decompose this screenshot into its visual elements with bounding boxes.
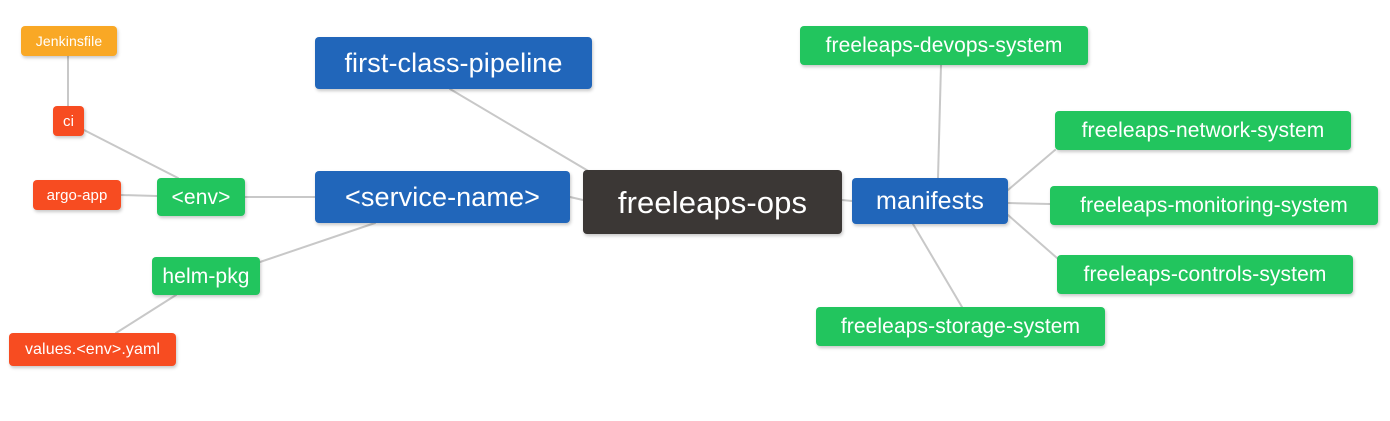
node-label-argo-app: argo-app [46,186,108,204]
node-helm-pkg[interactable]: helm-pkg [152,257,260,295]
node-ci[interactable]: ci [53,106,84,136]
node-label-helm-pkg: helm-pkg [162,264,250,288]
node-label-ci: ci [62,112,75,130]
edge-freeleaps-ops-to-manifests [841,199,853,202]
node-freeleaps-controls-system[interactable]: freeleaps-controls-system [1057,255,1353,294]
node-service-name[interactable]: <service-name> [315,171,570,223]
node-freeleaps-storage-system[interactable]: freeleaps-storage-system [816,307,1105,346]
node-freeleaps-devops-system[interactable]: freeleaps-devops-system [800,26,1088,65]
node-label-freeleaps-controls-system: freeleaps-controls-system [1083,263,1327,286]
node-env[interactable]: <env> [157,178,245,216]
node-label-freeleaps-network-system: freeleaps-network-system [1081,119,1325,142]
node-first-class-pipeline[interactable]: first-class-pipeline [315,37,592,89]
node-label-freeleaps-ops: freeleaps-ops [617,184,808,220]
node-label-freeleaps-devops-system: freeleaps-devops-system [825,34,1063,57]
edge-manifests-to-freeleaps-network-system [1007,149,1056,191]
edge-helm-pkg-to-service-name [259,222,376,263]
node-label-env: <env> [171,185,231,209]
node-label-freeleaps-monitoring-system: freeleaps-monitoring-system [1080,194,1348,217]
node-jenkinsfile[interactable]: Jenkinsfile [21,26,117,56]
edge-manifests-to-freeleaps-storage-system [912,223,963,308]
node-values-env-yaml[interactable]: values.<env>.yaml [9,333,176,366]
node-label-service-name: <service-name> [345,181,540,212]
edge-ci-to-env [83,129,179,179]
node-freeleaps-ops[interactable]: freeleaps-ops [583,170,842,234]
node-label-freeleaps-storage-system: freeleaps-storage-system [840,315,1081,338]
node-freeleaps-monitoring-system[interactable]: freeleaps-monitoring-system [1050,186,1378,225]
node-label-first-class-pipeline: first-class-pipeline [344,47,563,78]
edge-argo-app-to-env [120,194,158,197]
edge-service-name-to-freeleaps-ops [569,196,584,201]
edge-manifests-to-freeleaps-devops-system [937,64,942,179]
node-label-jenkinsfile: Jenkinsfile [35,33,103,49]
edge-values-env-yaml-to-helm-pkg [115,294,177,334]
node-label-values-env-yaml: values.<env>.yaml [24,340,161,358]
node-freeleaps-network-system[interactable]: freeleaps-network-system [1055,111,1351,150]
node-label-manifests: manifests [876,186,984,215]
node-argo-app[interactable]: argo-app [33,180,121,210]
edge-first-class-pipeline-to-freeleaps-ops [449,88,591,173]
node-manifests[interactable]: manifests [852,178,1008,224]
edge-manifests-to-freeleaps-monitoring-system [1007,202,1051,205]
